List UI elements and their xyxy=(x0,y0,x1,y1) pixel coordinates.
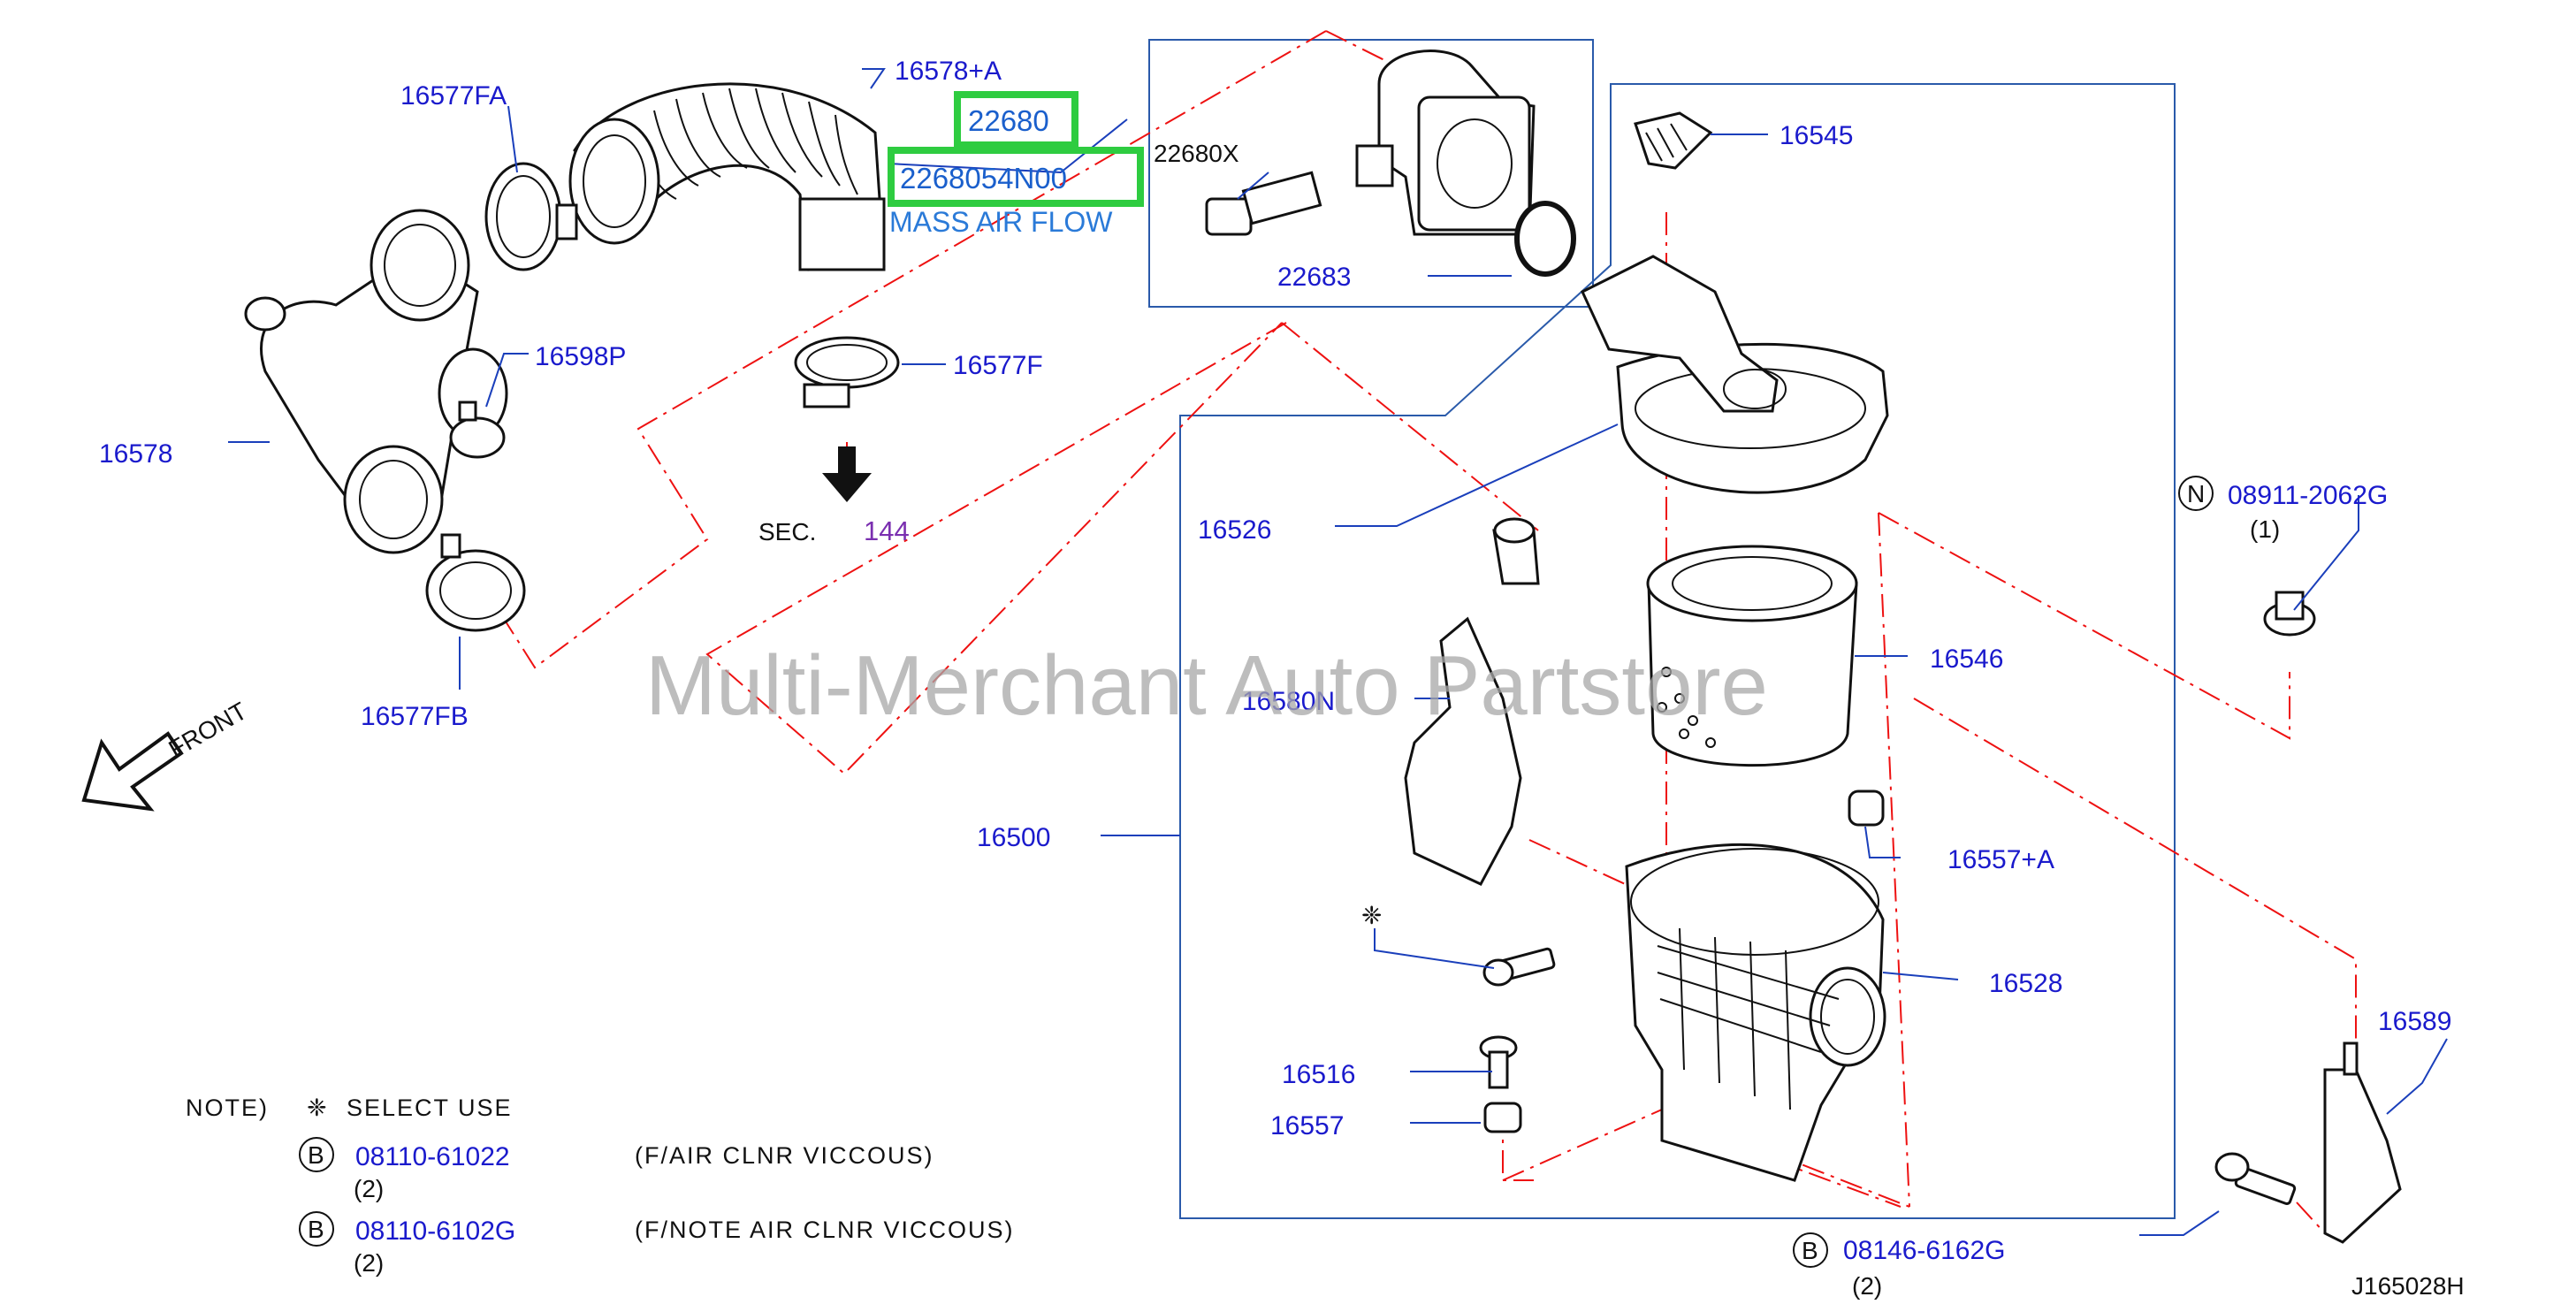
label-16578[interactable]: 16578 xyxy=(99,439,172,469)
highlight-box-22680 xyxy=(954,91,1078,149)
label-16526[interactable]: 16526 xyxy=(1198,515,1271,545)
hose-16578a-drawing xyxy=(568,82,886,271)
note-desc-2: (F/NOTE AIR CLNR VICCOUS) xyxy=(635,1217,1015,1243)
oring-22683-drawing xyxy=(1514,201,1576,277)
label-mass-air-flow: MASS AIR FLOW xyxy=(889,206,1113,238)
assembly-lines xyxy=(469,30,2357,1234)
label-16598p[interactable]: 16598P xyxy=(535,342,626,371)
bolt-08146-drawing xyxy=(2214,1152,2297,1205)
clamp-16598p-drawing xyxy=(449,400,506,459)
highlight-box-2268054n00 xyxy=(888,147,1144,207)
label-16557[interactable]: 16557 xyxy=(1270,1111,1344,1140)
circle-letter-b xyxy=(1793,1232,1828,1268)
circle-letter-n-text: N xyxy=(2187,480,2205,507)
grommet-16557a-drawing xyxy=(1848,789,1885,827)
resonator-16580n-drawing xyxy=(1404,517,1540,886)
label-16545[interactable]: 16545 xyxy=(1780,121,1853,150)
label-16577f[interactable]: 16577F xyxy=(953,351,1043,380)
note-part-2[interactable]: 08110-6102G xyxy=(355,1217,515,1246)
circle-letter-b xyxy=(299,1137,334,1172)
clamp-16577f-drawing xyxy=(794,336,900,408)
lower-case-16528-drawing xyxy=(1625,843,1886,1182)
clamp-16577fa-drawing xyxy=(484,162,578,271)
nut-08911-drawing xyxy=(2263,591,2316,637)
filter-16546-drawing xyxy=(1646,545,1858,767)
sensor-22680x-drawing xyxy=(1205,171,1322,236)
notes-select-use: SELECT USE xyxy=(347,1095,513,1121)
notes-section: NOTE) ❈ SELECT USE B 08110-61022 (2) (F/… xyxy=(186,1095,1015,1277)
note-letter-2: B xyxy=(308,1216,324,1243)
note-part-1[interactable]: 08110-61022 xyxy=(355,1142,510,1171)
label-16577fa[interactable]: 16577FA xyxy=(400,81,507,111)
front-arrow-icon xyxy=(81,731,184,812)
label-2268054n00[interactable]: 2268054N00 xyxy=(900,162,1067,195)
seal-16545-drawing xyxy=(1634,111,1713,170)
maf-housing-22680-drawing xyxy=(1355,50,1536,236)
circle-letter-n xyxy=(2178,476,2214,511)
label-08911-2062g[interactable]: 08911-2062G xyxy=(2228,481,2388,510)
label-22683[interactable]: 22683 xyxy=(1277,263,1351,292)
cover-16526-drawing xyxy=(1581,255,1889,494)
label-16578a[interactable]: 16578+A xyxy=(895,57,1002,86)
label-sec: SEC. xyxy=(758,518,816,545)
label-sec-144[interactable]: 144 xyxy=(864,515,910,546)
label-16557a[interactable]: 16557+A xyxy=(1947,845,2054,874)
grommet-16557-drawing xyxy=(1483,1102,1522,1133)
label-16546[interactable]: 16546 xyxy=(1930,645,2003,674)
notes-title: NOTE) xyxy=(186,1095,269,1121)
leader-lines xyxy=(228,68,2448,1236)
note-desc-1: (F/AIR CLNR VICCOUS) xyxy=(635,1142,934,1169)
diagram-id: J165028H xyxy=(2351,1272,2465,1300)
note-qty-2: (2) xyxy=(354,1249,384,1277)
label-16528[interactable]: 16528 xyxy=(1989,969,2062,998)
label-08146-qty: (2) xyxy=(1852,1272,1882,1300)
clamp-16577fb-drawing xyxy=(425,533,526,632)
label-08911-qty: (1) xyxy=(2250,515,2280,543)
label-front: FRONT xyxy=(164,697,252,763)
label-22680x[interactable]: 22680X xyxy=(1154,140,1239,167)
arrow-down-icon xyxy=(822,446,872,502)
mass-air-flow-box xyxy=(1148,39,1594,308)
circle-letter-b xyxy=(299,1211,334,1247)
circle-letter-b-text: B xyxy=(1802,1237,1818,1264)
label-16516[interactable]: 16516 xyxy=(1282,1060,1355,1089)
label-16500[interactable]: 16500 xyxy=(977,823,1050,852)
pin-16516-drawing xyxy=(1479,1035,1518,1089)
bracket-16589-drawing xyxy=(2323,1041,2402,1244)
label-22680[interactable]: 22680 xyxy=(968,104,1049,137)
note-qty-1: (2) xyxy=(354,1175,384,1202)
label-16577fb[interactable]: 16577FB xyxy=(361,702,469,731)
asterisk-flower-icon: ❈ xyxy=(307,1095,329,1121)
label-08146-6162g[interactable]: 08146-6162G xyxy=(1843,1236,2006,1265)
bolt-select-use-drawing xyxy=(1482,947,1556,987)
note-letter-1: B xyxy=(308,1141,324,1169)
label-16580n[interactable]: 16580N xyxy=(1242,687,1335,716)
duct-16578-drawing xyxy=(244,209,508,554)
watermark: Multi-Merchant Auto Partstore xyxy=(645,638,1768,733)
label-16589[interactable]: 16589 xyxy=(2378,1007,2451,1036)
asterisk-flower-icon: ❈ xyxy=(1361,902,1382,929)
